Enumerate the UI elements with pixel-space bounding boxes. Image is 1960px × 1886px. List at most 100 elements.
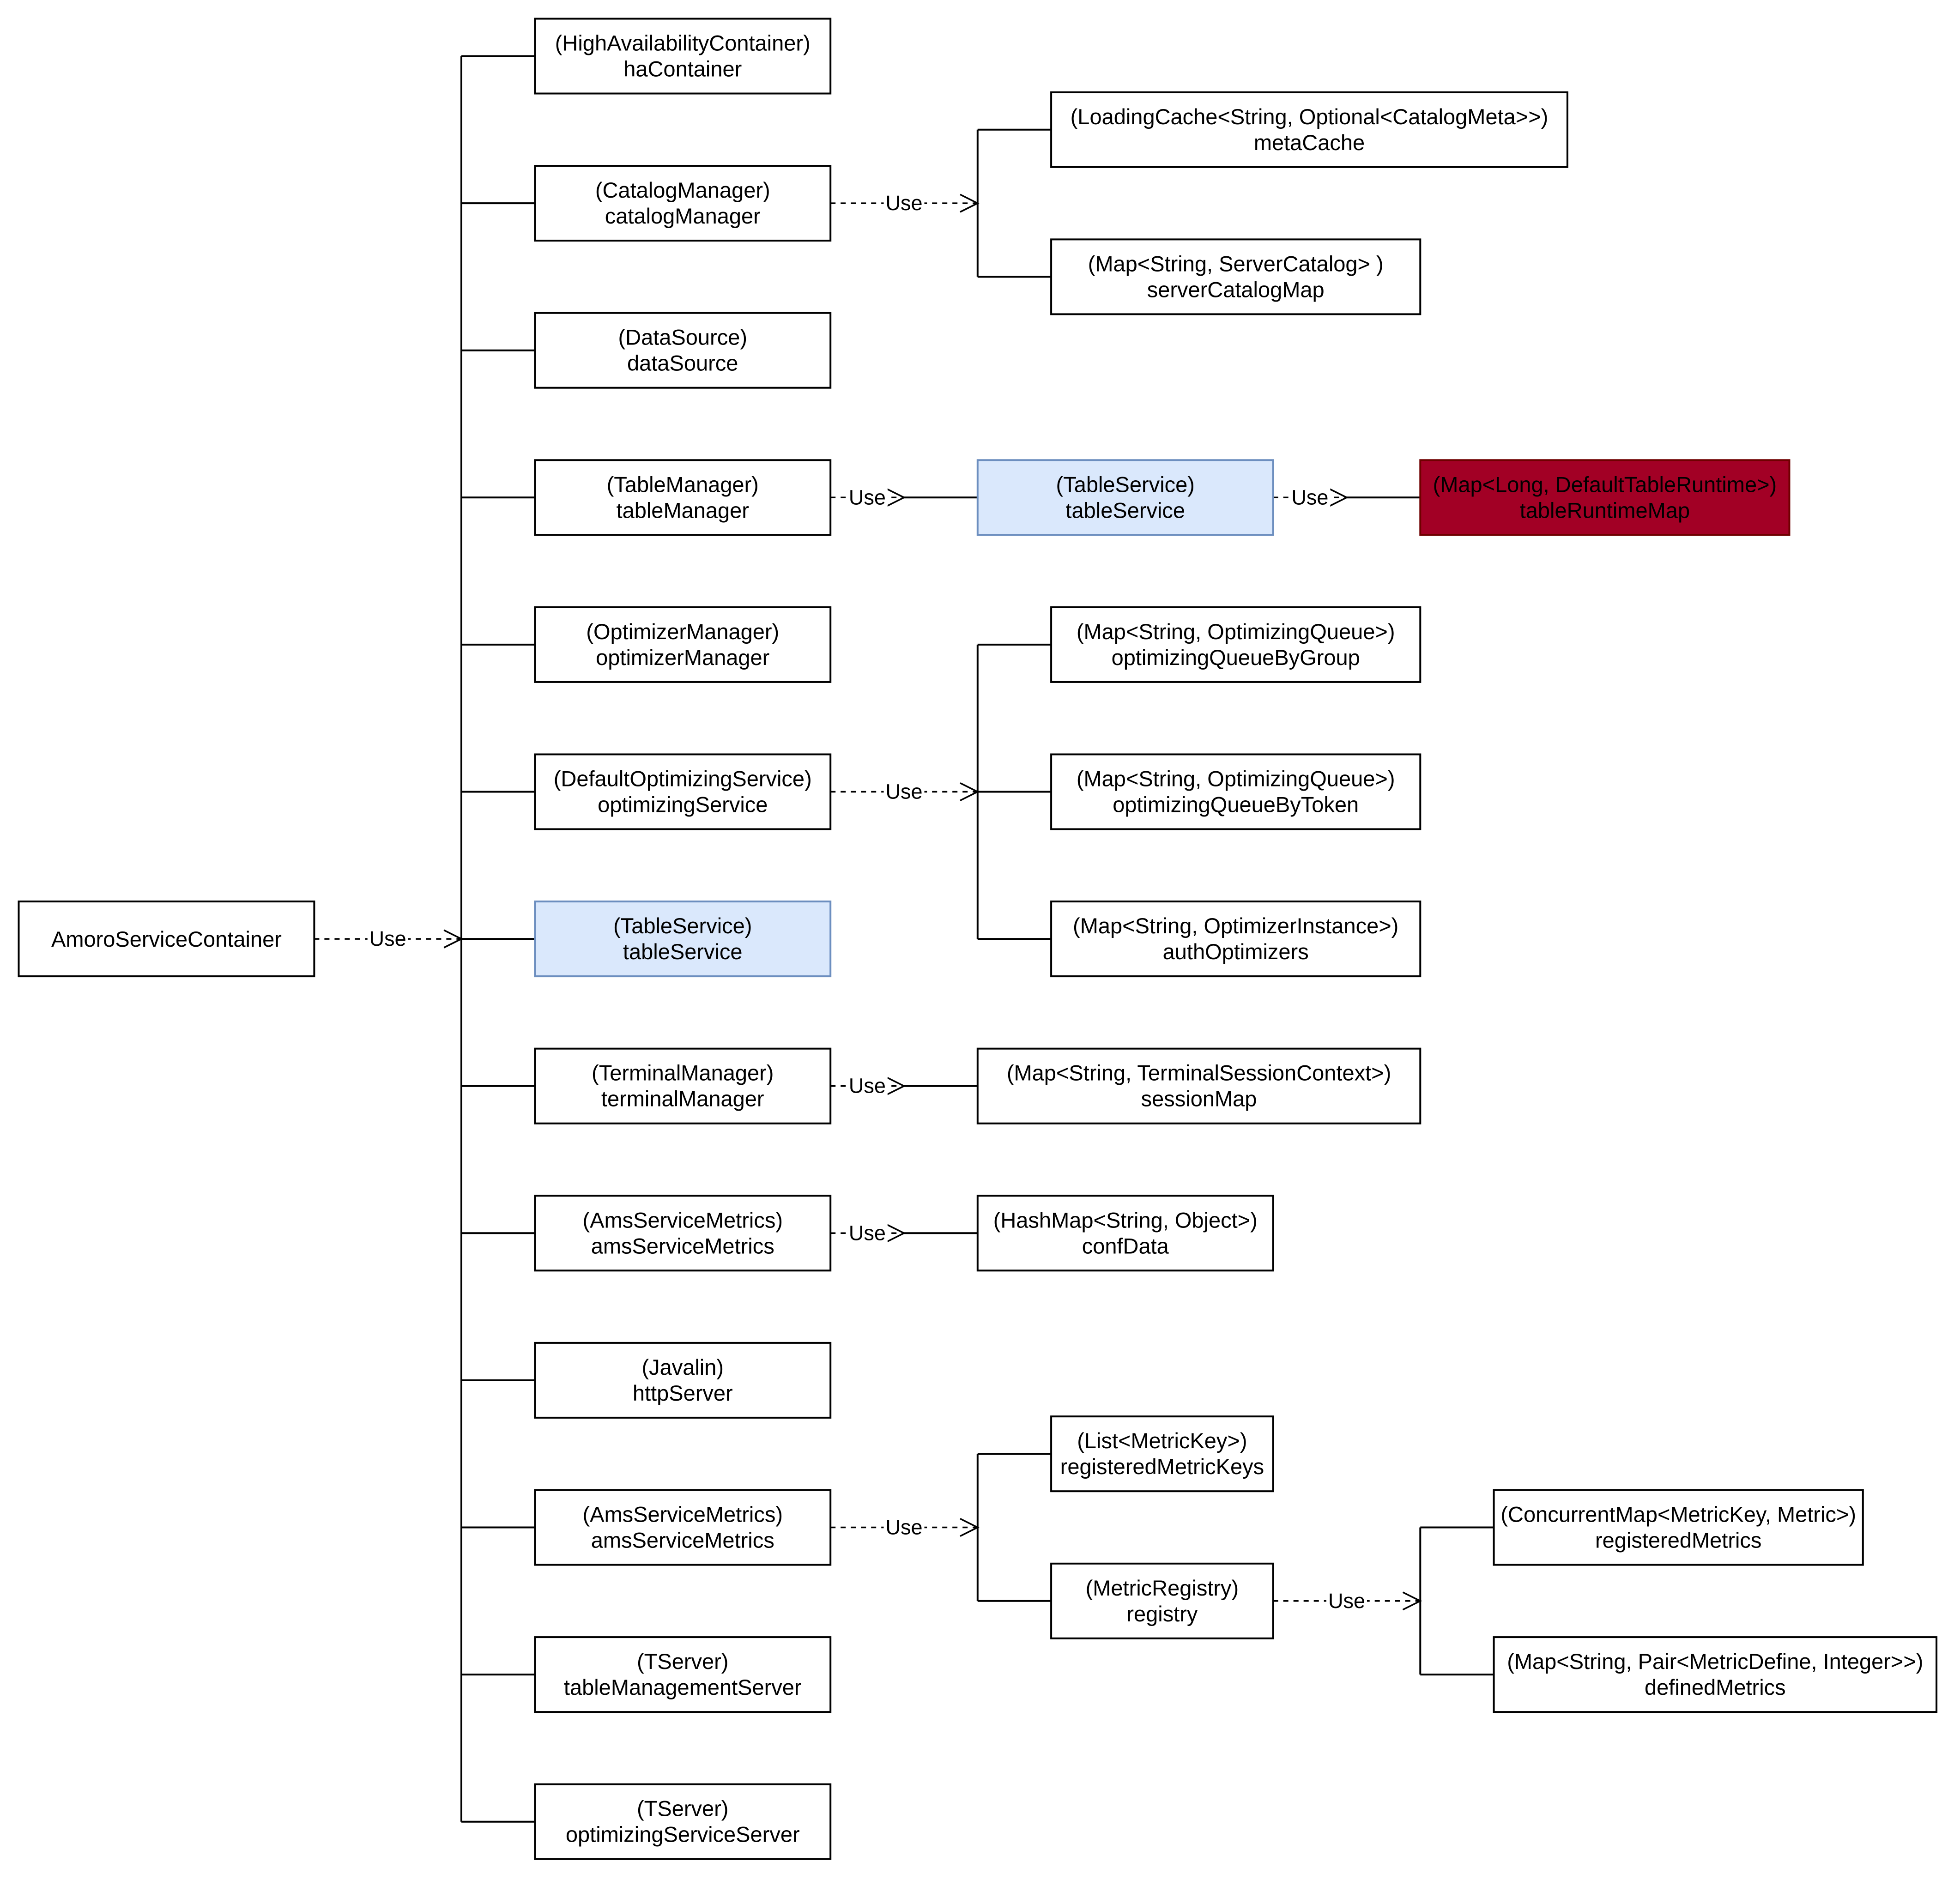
node-sessionMap[interactable]: (Map<String, TerminalSessionContext>)ses… bbox=[976, 1047, 1422, 1124]
node-serverCatalogMap[interactable]: (Map<String, ServerCatalog> )serverCatal… bbox=[1050, 238, 1422, 315]
node-box bbox=[534, 606, 832, 683]
use-label-bg bbox=[883, 1514, 925, 1540]
node-registry[interactable]: (MetricRegistry)registry bbox=[1050, 1562, 1274, 1639]
node-field-label: registry bbox=[1126, 1602, 1198, 1626]
node-optimizingService[interactable]: (DefaultOptimizingService)optimizingServ… bbox=[534, 753, 832, 830]
node-type-label: (DefaultOptimizingService) bbox=[554, 767, 812, 791]
node-type-label: (Map<String, OptimizingQueue>) bbox=[1077, 619, 1395, 644]
node-type-label: (ConcurrentMap<MetricKey, Metric>) bbox=[1500, 1502, 1856, 1527]
node-type-label: (CatalogManager) bbox=[595, 178, 770, 202]
node-field-label: sessionMap bbox=[1141, 1087, 1257, 1111]
node-box bbox=[534, 165, 832, 242]
node-tableService[interactable]: (TableService)tableService bbox=[534, 901, 832, 978]
node-type-label: (AmsServiceMetrics) bbox=[583, 1502, 783, 1527]
node-catalogManager[interactable]: (CatalogManager)catalogManager bbox=[534, 165, 832, 242]
node-field-label: optimizerManager bbox=[596, 645, 769, 670]
use-label: Use bbox=[1328, 1589, 1365, 1613]
node-field-label: tableManager bbox=[617, 498, 749, 522]
node-field-label: catalogManager bbox=[605, 204, 761, 228]
node-field-label: optimizingServiceServer bbox=[566, 1822, 800, 1847]
node-type-label: (LoadingCache<String, Optional<CatalogMe… bbox=[1071, 104, 1549, 129]
node-box bbox=[1419, 459, 1791, 536]
node-box bbox=[534, 18, 832, 95]
node-metaCache[interactable]: (LoadingCache<String, Optional<CatalogMe… bbox=[1050, 91, 1568, 168]
node-box bbox=[534, 1342, 832, 1419]
node-box bbox=[1050, 91, 1568, 168]
node-httpServer[interactable]: (Javalin)httpServer bbox=[534, 1342, 832, 1419]
node-box bbox=[534, 1783, 832, 1860]
node-type-label: (TableManager) bbox=[607, 472, 759, 496]
node-field-label: optimizingQueueByGroup bbox=[1112, 645, 1360, 670]
edge-amsServiceMetrics2: Use bbox=[830, 1453, 1052, 1602]
node-type-label: (TServer) bbox=[637, 1796, 728, 1821]
use-label: Use bbox=[1291, 485, 1328, 509]
edge-terminalManager: Use bbox=[830, 1073, 978, 1098]
node-authOptimizers[interactable]: (Map<String, OptimizerInstance>)authOpti… bbox=[1050, 901, 1422, 978]
node-dataSource[interactable]: (DataSource)dataSource bbox=[534, 312, 832, 389]
use-label: Use bbox=[849, 1221, 886, 1245]
use-label: Use bbox=[885, 1516, 922, 1539]
node-tableRuntimeMap[interactable]: (Map<Long, DefaultTableRuntime>)tableRun… bbox=[1419, 459, 1791, 536]
node-definedMetrics[interactable]: (Map<String, Pair<MetricDefine, Integer>… bbox=[1493, 1636, 1938, 1713]
node-haContainer[interactable]: (HighAvailabilityContainer)haContainer bbox=[534, 18, 832, 95]
use-label: Use bbox=[885, 191, 922, 215]
edge-optimizingService: Use bbox=[830, 643, 1052, 940]
node-type-label: (AmsServiceMetrics) bbox=[583, 1208, 783, 1232]
node-box bbox=[1050, 1562, 1274, 1639]
node-box bbox=[976, 1195, 1274, 1272]
node-type-label: (TableService) bbox=[1056, 472, 1195, 496]
node-type-label: (TerminalManager) bbox=[592, 1061, 774, 1085]
use-label-bg bbox=[883, 190, 925, 216]
node-field-label: dataSource bbox=[627, 351, 738, 375]
node-type-label: (TServer) bbox=[637, 1649, 728, 1674]
node-optimizingQueueByGroup[interactable]: (Map<String, OptimizingQueue>)optimizing… bbox=[1050, 606, 1422, 683]
node-box bbox=[534, 901, 832, 978]
node-box bbox=[534, 312, 832, 389]
node-tableManagementServer[interactable]: (TServer)tableManagementServer bbox=[534, 1636, 832, 1713]
node-terminalManager[interactable]: (TerminalManager)terminalManager bbox=[534, 1047, 832, 1124]
node-tableManager[interactable]: (TableManager)tableManager bbox=[534, 459, 832, 536]
node-box bbox=[1493, 1636, 1938, 1713]
node-field-label: optimizingQueueByToken bbox=[1113, 792, 1359, 817]
node-registeredMetricKeys[interactable]: (List<MetricKey>)registeredMetricKeys bbox=[1050, 1415, 1274, 1493]
node-box bbox=[534, 1195, 832, 1272]
edge-amsServiceMetrics1: Use bbox=[830, 1220, 978, 1245]
node-amsServiceMetrics2[interactable]: (AmsServiceMetrics)amsServiceMetrics bbox=[534, 1489, 832, 1566]
node-confData[interactable]: (HashMap<String, Object>)confData bbox=[976, 1195, 1274, 1272]
node-root[interactable]: AmoroServiceContainer bbox=[18, 901, 315, 978]
node-box bbox=[534, 1636, 832, 1713]
node-field-label: amsServiceMetrics bbox=[591, 1528, 774, 1553]
node-field-label: tableService bbox=[623, 939, 743, 964]
node-type-label: (List<MetricKey>) bbox=[1077, 1428, 1247, 1453]
node-box bbox=[1493, 1489, 1864, 1566]
edge-root: Use bbox=[314, 55, 535, 1823]
node-field-label: confData bbox=[1082, 1233, 1169, 1258]
use-label-bg bbox=[367, 926, 408, 951]
node-type-label: (Map<String, TerminalSessionContext>) bbox=[1007, 1061, 1391, 1085]
node-type-label: (Map<String, OptimizingQueue>) bbox=[1077, 767, 1395, 791]
node-type-label: (Map<String, OptimizerInstance>) bbox=[1073, 913, 1398, 938]
node-field-label: tableService bbox=[1065, 498, 1185, 522]
node-field-label: tableRuntimeMap bbox=[1520, 498, 1690, 522]
use-label-bg bbox=[1326, 1588, 1367, 1613]
node-amsServiceMetrics1[interactable]: (AmsServiceMetrics)amsServiceMetrics bbox=[534, 1195, 832, 1272]
use-label: Use bbox=[885, 780, 922, 804]
use-label: Use bbox=[849, 485, 886, 509]
node-box bbox=[1050, 753, 1422, 830]
node-tableService2[interactable]: (TableService)tableService bbox=[976, 459, 1274, 536]
node-field-label: definedMetrics bbox=[1645, 1675, 1786, 1699]
node-box bbox=[534, 459, 832, 536]
node-box bbox=[534, 1489, 832, 1566]
node-field-label: AmoroServiceContainer bbox=[51, 927, 282, 951]
nodes-layer: AmoroServiceContainer (HighAvailabilityCo… bbox=[18, 18, 1938, 1860]
node-box bbox=[18, 901, 315, 978]
node-registeredMetrics[interactable]: (ConcurrentMap<MetricKey, Metric>)regist… bbox=[1493, 1489, 1864, 1566]
node-box bbox=[1050, 238, 1422, 315]
node-optimizingServiceServer[interactable]: (TServer)optimizingServiceServer bbox=[534, 1783, 832, 1860]
use-label-bg bbox=[883, 779, 925, 804]
node-optimizingQueueByToken[interactable]: (Map<String, OptimizingQueue>)optimizing… bbox=[1050, 753, 1422, 830]
node-type-label: (DataSource) bbox=[618, 325, 748, 350]
node-optimizerManager[interactable]: (OptimizerManager)optimizerManager bbox=[534, 606, 832, 683]
edge-tableManager: Use bbox=[830, 484, 978, 510]
